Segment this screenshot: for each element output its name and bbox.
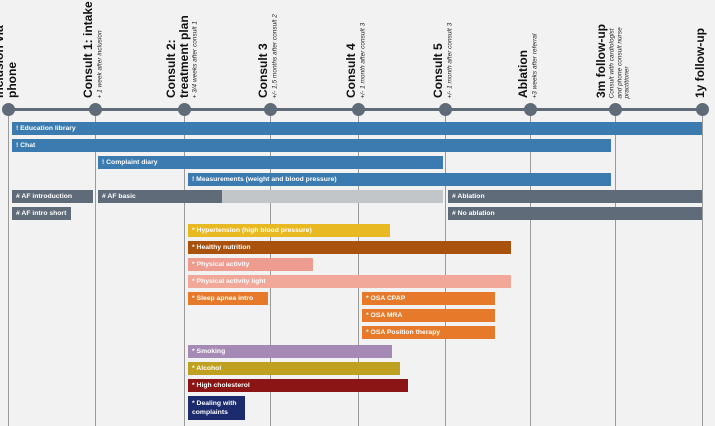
milestone-subtitle-line: +/- 1,5 months after consult 2	[271, 13, 279, 98]
milestone-dot	[352, 103, 365, 116]
milestone-title-line: treatment plan	[176, 15, 191, 98]
milestone-subtitle-line: + 1 week after inclusion	[96, 29, 104, 98]
milestone-title-line: Consult 5	[431, 43, 446, 98]
timeline-bar-dealing-with-complaints: * Dealing with complaints	[188, 396, 245, 420]
milestone-subtitle-line: Consult with cardiologist	[608, 27, 616, 98]
milestone-title: Consult 3	[256, 43, 271, 98]
milestone-gridline	[702, 108, 703, 426]
milestone-title: Consult 2:treatment plan	[163, 15, 191, 98]
timeline-bar-chat: ! Chat	[12, 139, 611, 152]
milestone-title: 1y follow-up	[692, 28, 707, 98]
milestone-gridline	[530, 108, 531, 426]
timeline-bar-af-basic: # AF basic	[98, 190, 222, 203]
milestone-title-line: phone	[5, 62, 19, 98]
milestone-title: 3m follow-up	[593, 24, 608, 98]
timeline-bar-osa-mra: * OSA MRA	[362, 309, 495, 322]
milestone-title: Consult 4	[344, 43, 359, 98]
milestone-title: Consult 5	[431, 43, 446, 98]
milestone-subtitle-line: +/- 1 month after consult 3	[446, 22, 454, 98]
milestone-dot	[439, 103, 452, 116]
milestone-title-line: 1y follow-up	[692, 28, 707, 98]
milestone-title: Consult 1: intake	[81, 1, 96, 98]
milestone-dot	[2, 103, 15, 116]
milestone-dot	[178, 103, 191, 116]
milestone-dot	[524, 103, 537, 116]
timeline-bar-continuation	[222, 190, 443, 203]
milestone-gridline	[615, 108, 616, 426]
timeline-bar-physical-activity: * Physical activity	[188, 258, 313, 271]
timeline-bar-osa-cpap: * OSA CPAP	[362, 292, 495, 305]
timeline-bar-healthy-nutrition: * Healthy nutrition	[188, 241, 511, 254]
timeline-bar-no-ablation: # No ablation	[448, 207, 702, 220]
milestone-subtitle-line: +3 weeks after referral	[531, 33, 539, 98]
milestone-gridline	[445, 108, 446, 426]
milestone-subtitle-line: practitioner	[623, 65, 631, 98]
milestone-title-line: Consult 2:	[163, 39, 178, 98]
milestone-subtitle-line: +/- 1 month after consult 3	[359, 22, 367, 98]
milestone-gridline	[95, 108, 96, 426]
milestone-subtitle-line: + 3/4 weeks after consult 1	[191, 20, 199, 98]
timeline-bar-hypertension-high-blood-pressure: * Hypertension (high blood pressure)	[188, 224, 390, 237]
milestone-subtitle: +/- 1,5 months after consult 2	[271, 14, 279, 98]
timeline-bar-sleep-apnea-intro: * Sleep apnea intro	[188, 292, 268, 305]
milestone-title-line: Consult 1: intake	[81, 1, 96, 98]
timeline-bar-complaint-diary: ! Complaint diary	[98, 156, 443, 169]
timeline-bar-af-introduction: # AF introduction	[12, 190, 93, 203]
milestone-title-line: Ablation	[516, 50, 531, 98]
milestone-title-line: 3m follow-up	[593, 24, 608, 98]
timeline-bar-physical-activity-light: * Physical activity light	[188, 275, 511, 288]
timeline-bar-measurements-weight-and-blood-pressure: ! Measurements (weight and blood pressur…	[188, 173, 611, 186]
milestone-dot	[89, 103, 102, 116]
milestone-gridline	[358, 108, 359, 426]
timeline-bar-alcohol: * Alcohol	[188, 362, 400, 375]
milestone-title-line: Consult 3	[256, 43, 271, 98]
milestone-dot	[609, 103, 622, 116]
milestone-gridline	[8, 108, 9, 426]
milestone-subtitle: +/- 1 month after consult 3	[446, 22, 454, 98]
milestone-title-line: Consult 4	[344, 43, 359, 98]
milestone-gridline	[184, 108, 185, 426]
milestone-subtitle: + 1 week after inclusion	[96, 30, 104, 98]
milestone-dot	[696, 103, 709, 116]
milestone-subtitle: +3 weeks after referral	[531, 33, 539, 98]
timeline-bar-osa-position-therapy: * OSA Position therapy	[362, 326, 495, 339]
timeline-bar-high-cholesterol: * High cholesterol	[188, 379, 408, 392]
timeline-bar-ablation: # Ablation	[448, 190, 702, 203]
timeline-bar-af-intro-short: # AF intro short	[12, 207, 71, 220]
timeline-bar-smoking: * Smoking	[188, 345, 392, 358]
milestone-subtitle: + 3/4 weeks after consult 1	[192, 20, 200, 98]
timeline-bar-education-library: ! Education library	[12, 122, 702, 135]
milestone-title: Ablation	[516, 50, 531, 98]
milestone-dot	[264, 103, 277, 116]
milestone-subtitle: +/- 1 month after consult 3	[359, 22, 367, 98]
